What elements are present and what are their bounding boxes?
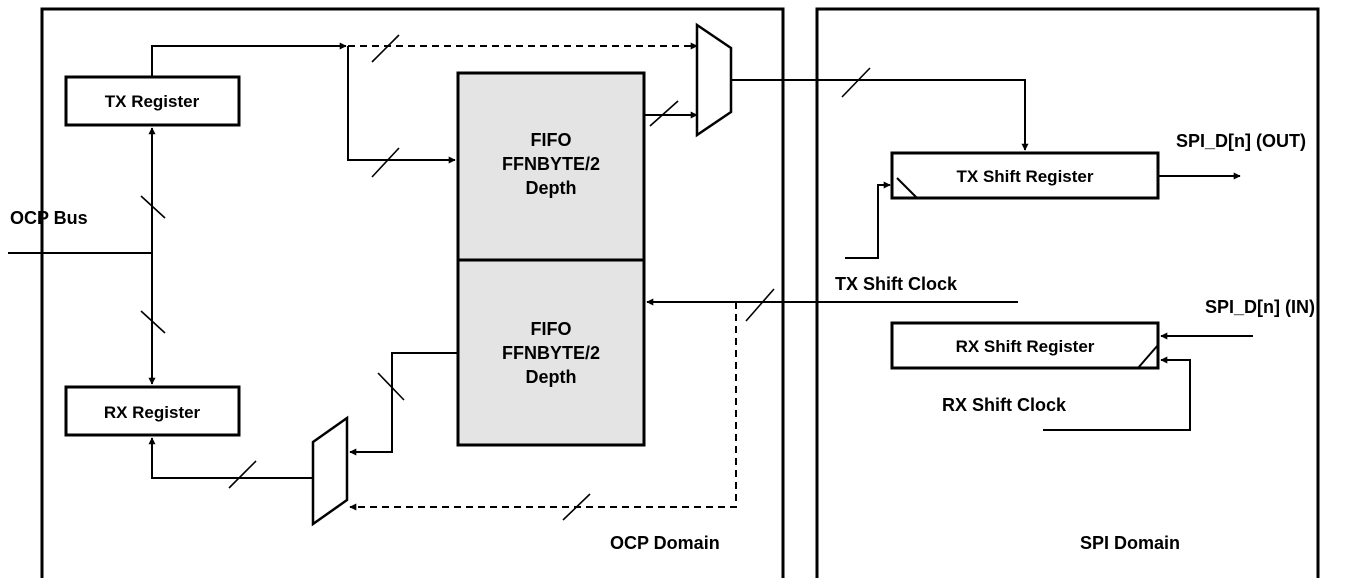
tx-shift-clock-triangle [896, 177, 918, 199]
spi-in-label: SPI_D[n] (IN) [1205, 297, 1315, 317]
bus-slash [228, 460, 257, 489]
bus-slash [371, 147, 400, 178]
spi-domain-label: SPI Domain [1080, 533, 1180, 553]
rx-mux-to-rx-register [148, 437, 313, 479]
tx-register-label: TX Register [105, 92, 200, 111]
bus-slash [649, 100, 679, 127]
rx-bypass-dashed [349, 302, 737, 511]
bus-slash [140, 195, 166, 219]
fifo-top-block [456, 71, 646, 262]
rx-register-label: RX Register [104, 403, 201, 422]
tx-shift-clock-line [845, 181, 891, 259]
bus-slash [745, 288, 775, 322]
bus-slash [377, 372, 405, 401]
bus-slash [841, 67, 871, 98]
fifo-bottom-to-rx-mux [349, 352, 458, 456]
tx-register-box [64, 75, 241, 127]
tx-shift-clock-label: TX Shift Clock [835, 274, 958, 294]
tx-register-output [151, 42, 347, 77]
rx-shift-clock-label: RX Shift Clock [942, 395, 1067, 415]
fifo-bottom-block [456, 258, 646, 447]
bus-slash [140, 310, 166, 334]
rx-mux [311, 415, 349, 527]
fifo-top-label-line1: FIFO [531, 130, 572, 150]
fifo-bottom-label-line2: FFNBYTE/2 [502, 343, 600, 363]
bus-slash [562, 493, 591, 521]
rx-shift-clock-triangle [1137, 344, 1159, 369]
tx-to-fifo-top [347, 46, 456, 164]
tx-mux-to-tx-shift-register [731, 79, 1029, 151]
bus-slash [371, 34, 400, 63]
spi-domain-frame [815, 7, 1320, 578]
tx-mux [695, 22, 733, 138]
rx-shift-register-label: RX Shift Register [956, 337, 1095, 356]
tx-shift-register-label: TX Shift Register [957, 167, 1094, 186]
ocp-domain-label: OCP Domain [610, 533, 720, 553]
ocp-domain-frame [40, 7, 785, 578]
rx-shift-clock-line [1043, 356, 1191, 431]
rx-shift-register-box [890, 321, 1160, 370]
ocp-bus-label: OCP Bus [10, 208, 88, 228]
spi-out-label: SPI_D[n] (OUT) [1176, 131, 1306, 151]
fifo-bottom-label-line1: FIFO [531, 319, 572, 339]
fifo-top-label-line2: FFNBYTE/2 [502, 154, 600, 174]
rx-register-box [64, 385, 241, 437]
fifo-top-label-line3: Depth [526, 178, 577, 198]
fifo-bottom-label-line3: Depth [526, 367, 577, 387]
